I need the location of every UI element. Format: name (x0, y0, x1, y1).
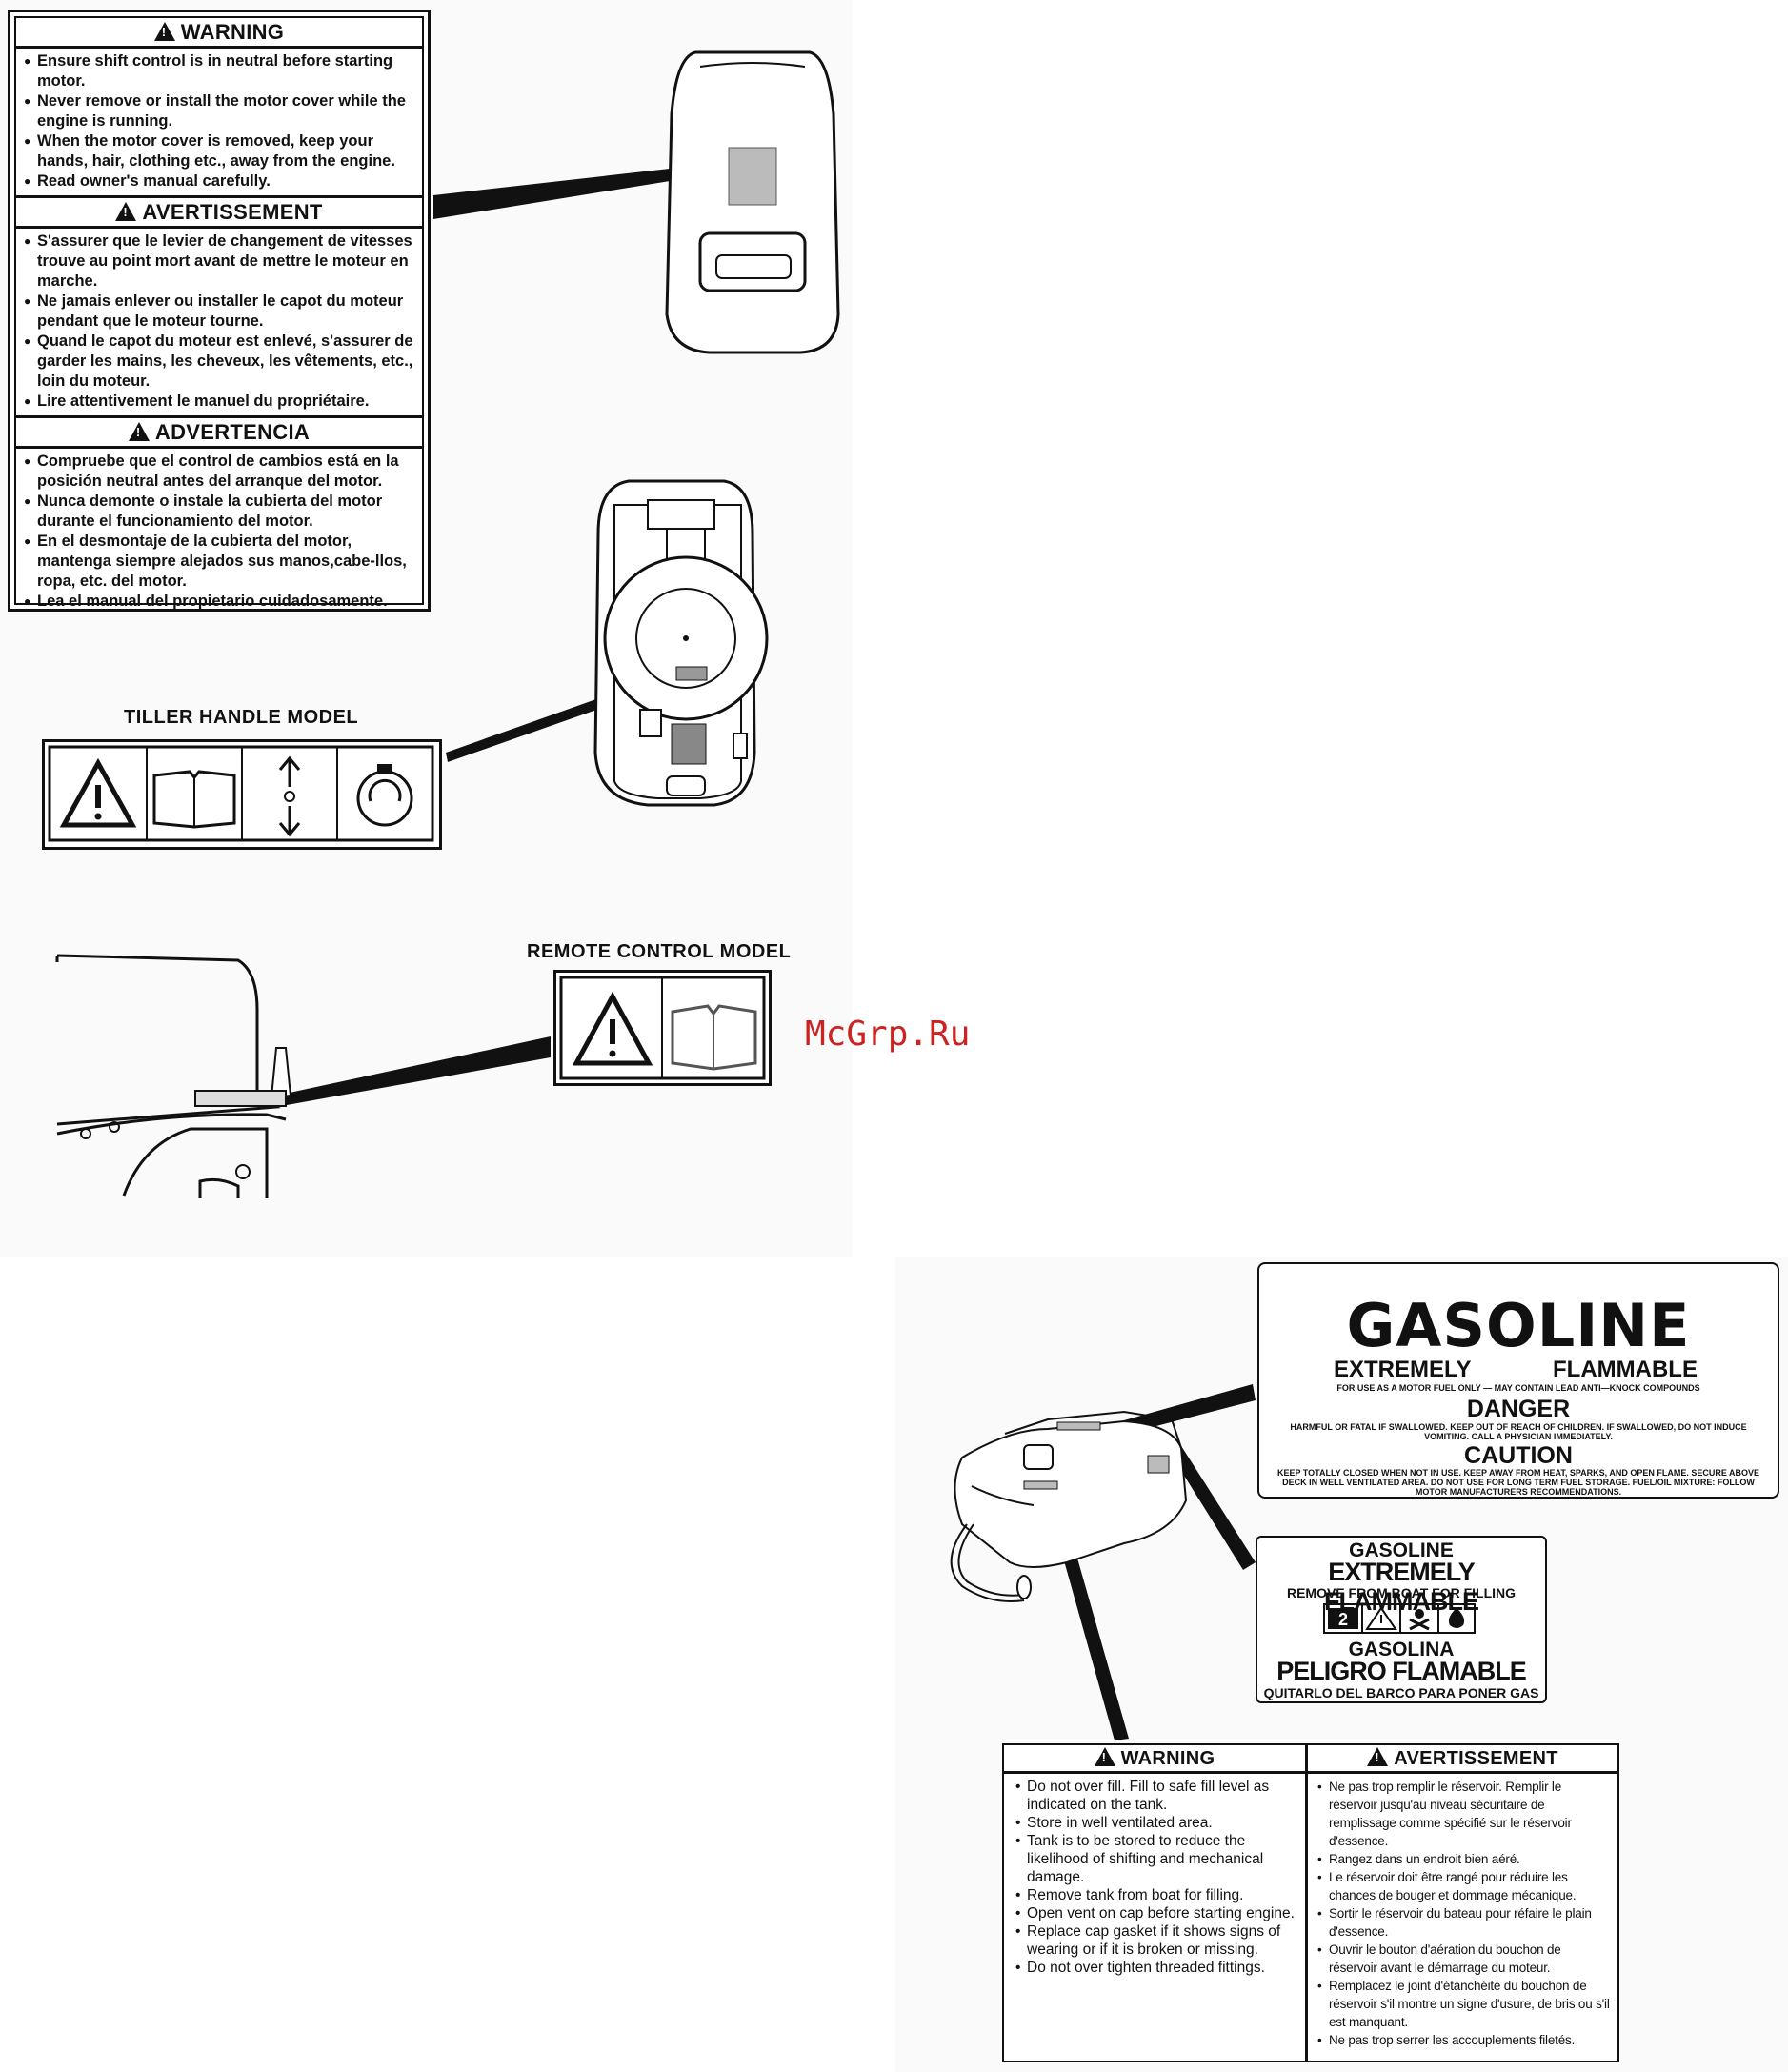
tiller-handle-symbol-label (42, 739, 442, 850)
list-item: Tank is to be stored to reduce the likel… (1015, 1832, 1297, 1886)
tank-warning-en-list: Do not over fill. Fill to safe fill leve… (1004, 1774, 1305, 1981)
extremely-label: EXTREMELY (1334, 1357, 1472, 1382)
list-item: Lire attentivement le manuel du propriét… (24, 392, 416, 412)
list-item: Read owner's manual carefully. (24, 171, 416, 191)
tank-hazard-icons: 2 (1323, 1603, 1476, 1634)
warning-es-list: Compruebe que el control de cambios está… (16, 449, 422, 615)
list-item: Ne jamais enlever ou installer le capot … (24, 292, 416, 332)
list-item: Ensure shift control is in neutral befor… (24, 51, 416, 91)
list-item: Store in well ventilated area. (1015, 1814, 1297, 1832)
list-item: Remove tank from boat for filling. (1015, 1886, 1297, 1904)
list-item: Sortir le réservoir du bateau pour réfai… (1317, 1904, 1612, 1941)
list-item: Do not over tighten threaded fittings. (1015, 1959, 1297, 1977)
warning-triangle-icon (59, 757, 137, 828)
motor-cover-warning-label: WARNING Ensure shift control is in neutr… (8, 10, 431, 612)
tiller-handle-title: TILLER HANDLE MODEL (124, 707, 359, 728)
remote-control-symbol-label (553, 970, 772, 1086)
gasoline-title: GASOLINE (1346, 1291, 1691, 1360)
list-item: Remplacez le joint d'étanchéité du bouch… (1317, 1977, 1612, 2031)
warning-triangle-icon (115, 202, 137, 221)
gasoline-cap-label: GASOLINE EXTREMELY FLAMMABLE FOR USE AS … (1257, 1262, 1779, 1499)
list-item: Compruebe que el control de cambios está… (24, 452, 416, 492)
list-item: Open vent on cap before starting engine. (1015, 1904, 1297, 1922)
tank-side-label: GASOLINE EXTREMELY FLAMMABLE REMOVE FROM… (1256, 1536, 1547, 1703)
flammable-label: FLAMMABLE (1553, 1357, 1698, 1382)
tank-warning-label: WARNING Do not over fill. Fill to safe f… (1002, 1743, 1619, 2062)
warning-triangle-icon (572, 991, 653, 1066)
list-item: Never remove or install the motor cover … (24, 91, 416, 131)
use-note: FOR USE AS A MOTOR FUEL ONLY — MAY CONTA… (1336, 1383, 1700, 1393)
start-rotation-icon (356, 764, 413, 827)
tank-avertissement-header: AVERTISSEMENT (1308, 1745, 1617, 1774)
danger-text: HARMFUL OR FATAL IF SWALLOWED. KEEP OUT … (1290, 1422, 1747, 1441)
warning-en-list: Ensure shift control is in neutral befor… (16, 49, 422, 195)
list-item: Rangez dans un endroit bien aéré. (1317, 1850, 1612, 1868)
manual-book-icon (671, 1004, 757, 1071)
caution-label: CAUTION (1464, 1442, 1573, 1469)
avertissement-header: AVERTISSEMENT (16, 195, 422, 229)
tank-label-peligro: PELIGRO FLAMABLE (1276, 1657, 1527, 1685)
list-item: S'assurer que le levier de changement de… (24, 231, 416, 292)
list-item: Ne pas trop remplir le réservoir. Rempli… (1317, 1778, 1612, 1850)
tank-label-gasolina: GASOLINA (1348, 1639, 1455, 1660)
list-item: Nunca demonte o instale la cubierta del … (24, 492, 416, 532)
warning-triangle-icon (1367, 1747, 1389, 1766)
manual-book-icon (152, 770, 236, 829)
svg-text:2: 2 (1338, 1610, 1348, 1629)
list-item: Replace cap gasket if it shows signs of … (1015, 1922, 1297, 1959)
shift-neutral-icon (278, 755, 301, 837)
list-item: Ouvrir le bouton d'aération du bouchon d… (1317, 1941, 1612, 1977)
list-item: Quand le capot du moteur est enlevé, s'a… (24, 332, 416, 392)
tank-label-extremely-flammable: EXTREMELY FLAMMABLE (1324, 1558, 1479, 1616)
advertencia-header: ADVERTENCIA (16, 415, 422, 449)
tank-label-remove: REMOVE FROM BOAT FOR FILLING (1286, 1585, 1517, 1600)
watermark: McGrp.Ru (805, 1015, 971, 1054)
tank-label-quitarlo: QUITARLO DEL BARCO PARA PONER GAS (1263, 1685, 1539, 1700)
warning-triangle-icon (1094, 1747, 1115, 1766)
remote-control-title: REMOTE CONTROL MODEL (527, 941, 792, 962)
tank-warning-header: WARNING (1004, 1745, 1305, 1774)
warning-triangle-icon (128, 422, 150, 441)
tank-warning-en-column: WARNING Do not over fill. Fill to safe f… (1004, 1745, 1308, 2061)
list-item: Do not over fill. Fill to safe fill leve… (1015, 1778, 1297, 1814)
list-item: En el desmontaje de la cubierta del moto… (24, 532, 416, 592)
danger-label: DANGER (1466, 1396, 1571, 1422)
tank-label-gasoline: GASOLINE (1349, 1539, 1454, 1561)
list-item: Lea el manual del propietario cuidadosam… (24, 592, 416, 612)
tank-warning-fr-column: AVERTISSEMENT Ne pas trop remplir le rés… (1308, 1745, 1617, 2061)
warning-header: WARNING (16, 18, 422, 49)
list-item: Le réservoir doit être rangé pour réduir… (1317, 1868, 1612, 1904)
caution-text: KEEP TOTALLY CLOSED WHEN NOT IN USE. KEE… (1276, 1468, 1760, 1497)
list-item: Ne pas trop serrer les accouplements fil… (1317, 2031, 1612, 2049)
list-item: When the motor cover is removed, keep yo… (24, 131, 416, 171)
tank-warning-fr-list: Ne pas trop remplir le réservoir. Rempli… (1308, 1774, 1617, 2053)
warning-fr-list: S'assurer que le levier de changement de… (16, 229, 422, 415)
warning-triangle-icon (153, 22, 175, 41)
